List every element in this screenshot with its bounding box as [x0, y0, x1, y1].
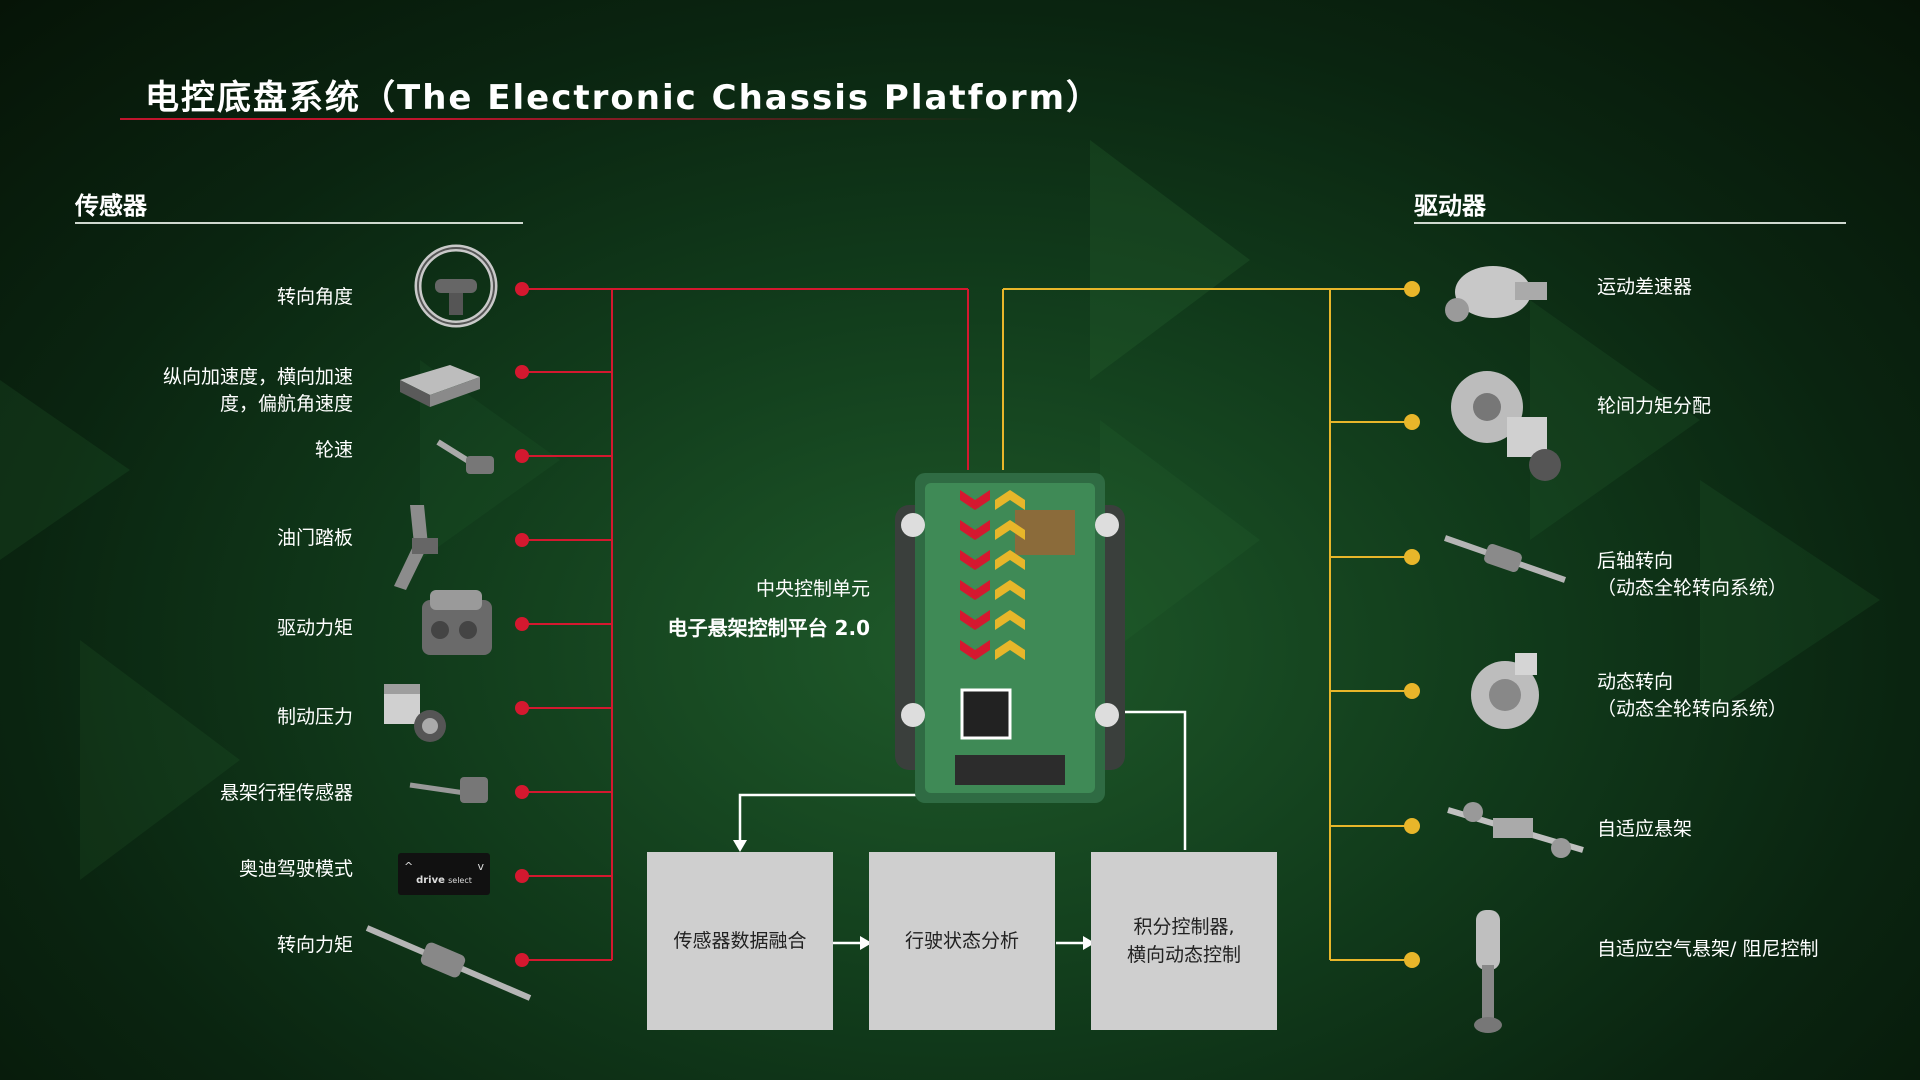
rear-axle-steering-line1: 后轴转向 — [1597, 550, 1674, 572]
sensor-label-suspension-travel: 悬架行程传感器 — [219, 782, 353, 804]
acceleration-sensor-icon — [400, 365, 480, 407]
process-integral-controller: 积分控制器,横向动态控制 — [1091, 852, 1277, 1030]
accelerator-pedal-icon — [394, 505, 438, 590]
actuator-label-dynamic-steering: 动态转向 （动态全轮转向系统） — [1597, 669, 1787, 723]
actuator-label-air-suspension-damping: 自适应空气悬架/ 阻尼控制 — [1597, 938, 1819, 960]
sensor-label-steering-angle: 转向角度 — [276, 286, 353, 308]
sensor-label-accelerator: 油门踏板 — [276, 527, 353, 549]
sensors-divider — [75, 222, 523, 224]
brake-disc-icon — [1451, 371, 1561, 481]
process-integral-controller-label: 积分控制器,横向动态控制 — [1126, 916, 1241, 966]
actuators-heading: 驱动器 — [1414, 192, 1486, 220]
dynamic-steering-icon — [1471, 653, 1539, 729]
drive-select-text: drive select — [416, 875, 472, 886]
ecu-name: 电子悬架控制平台 2.0 — [667, 616, 870, 640]
sensor-label-drive-torque: 驱动力矩 — [276, 617, 353, 639]
dynamic-steering-line2: （动态全轮转向系统） — [1597, 698, 1788, 720]
rear-axle-steering-icon — [1444, 535, 1566, 583]
drive-select-chevrons: ^v — [404, 860, 484, 873]
adaptive-suspension-icon — [1447, 802, 1584, 858]
page-title: 电控底盘系统（The Electronic Chassis Platform） — [145, 78, 1103, 118]
ecu-board-icon — [895, 473, 1125, 803]
steering-rack-icon — [365, 925, 532, 1001]
brake-unit-icon — [384, 684, 446, 742]
sensor-label-acceleration-line1: 纵向加速度，横向加速 — [162, 366, 353, 388]
air-strut-icon — [1474, 910, 1502, 1033]
sensor-label-drive-select: 奥迪驾驶模式 — [238, 858, 353, 880]
sensor-label-acceleration-line2: 度，偏航角速度 — [219, 393, 353, 415]
dynamic-steering-line1: 动态转向 — [1597, 671, 1674, 693]
process-driving-state-label: 行驶状态分析 — [904, 930, 1019, 952]
sensor-label-wheel-speed: 轮速 — [314, 439, 353, 461]
steering-wheel-icon — [414, 244, 498, 328]
sensors-heading: 传感器 — [75, 192, 147, 220]
process-sensor-fusion-label: 传感器数据融合 — [673, 930, 807, 952]
sensor-label-acceleration: 纵向加速度，横向加速 度，偏航角速度 — [163, 364, 353, 418]
sensor-label-steering-torque: 转向力矩 — [276, 934, 353, 956]
actuator-label-sport-differential: 运动差速器 — [1597, 276, 1693, 298]
rear-axle-steering-line2: （动态全轮转向系统） — [1597, 577, 1788, 599]
actuator-label-torque-vectoring: 轮间力矩分配 — [1597, 395, 1712, 417]
wheel-speed-sensor-icon — [436, 439, 494, 474]
ecu-label: 中央控制单元 — [755, 578, 870, 600]
suspension-sensor-icon — [409, 777, 488, 803]
actuator-label-adaptive-suspension: 自适应悬架 — [1597, 818, 1693, 840]
title-underline — [120, 118, 990, 120]
process-sensor-fusion: 传感器数据融合 — [647, 852, 833, 1030]
engine-icon — [422, 590, 492, 655]
drive-select-icon: ^v drive select — [398, 853, 490, 895]
process-driving-state-analysis: 行驶状态分析 — [869, 852, 1055, 1030]
sensor-label-brake-pressure: 制动压力 — [276, 706, 353, 728]
actuator-label-rear-axle-steering: 后轴转向 （动态全轮转向系统） — [1597, 548, 1787, 602]
sport-differential-icon — [1445, 266, 1547, 322]
actuators-divider — [1414, 222, 1846, 224]
